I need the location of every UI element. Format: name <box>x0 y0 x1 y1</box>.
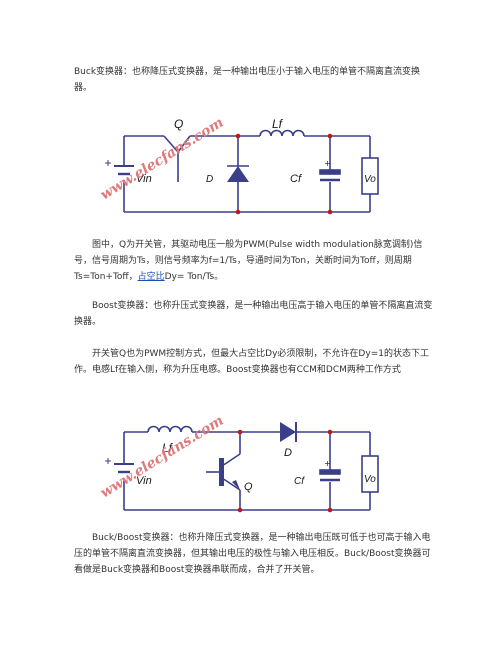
label-vin: Vin <box>136 475 152 487</box>
buck-description-paragraph: 图中，Q为开关管，其驱动电压一般为PWM(Pulse width modulat… <box>74 237 436 285</box>
junction-node <box>235 209 241 215</box>
diode-symbol <box>227 166 249 182</box>
boost-circuit-diagram: + Lf D Q Vin Cf Vo www.elecfans.com <box>98 413 379 513</box>
label-capacitor-cf: Cf <box>294 476 305 487</box>
buck-description-text: 图中，Q为开关管，其驱动电压一般为PWM(Pulse width modulat… <box>74 240 423 282</box>
label-load-vo: Vo <box>364 474 376 485</box>
buck-boost-intro-text: Buck/Boost变换器：也称升降压式变换器，是一种输出电压既可低于也可高于输… <box>74 533 431 575</box>
watermark-text: www.elecfans.com <box>98 413 227 502</box>
label-diode-d: D <box>206 174 213 185</box>
junction-node <box>327 209 333 215</box>
label-switch-q: Q <box>174 117 183 131</box>
label-inductor-lf: Lf <box>162 441 174 455</box>
boost-description-text: 开关管Q也为PWM控制方式，但最大占空比Dy必须限制，不允许在Dy=1的状态下工… <box>74 349 429 375</box>
buck-intro-paragraph: Buck变换器：也称降压式变换器，是一种输出电压小于输入电压的单管不隔离直流变换… <box>74 64 434 96</box>
label-load-vo: Vo <box>364 174 376 185</box>
boost-description-paragraph: 开关管Q也为PWM控制方式，但最大占空比Dy必须限制，不允许在Dy=1的状态下工… <box>74 346 434 378</box>
junction-node <box>327 507 333 513</box>
label-diode-d: D <box>284 447 292 459</box>
boost-intro-text: Boost变换器：也称升压式变换器，是一种输出电压高于输入电压的单管不隔离直流变… <box>74 301 433 327</box>
junction-node <box>237 507 243 513</box>
buck-boost-intro-paragraph: Buck/Boost变换器：也称升降压式变换器，是一种输出电压既可低于也可高于输… <box>74 530 436 578</box>
duty-formula-text: Dy= Ton/Ts。 <box>164 272 224 282</box>
duty-cycle-link[interactable]: 占空比 <box>137 272 165 282</box>
transistor-symbol <box>219 458 224 486</box>
capacitor-plus-sign: + <box>324 159 331 168</box>
buck-circuit-diagram: + Q Lf Vin D Cf Vo www.elecfans.com <box>98 115 379 215</box>
watermark-text: www.elecfans.com <box>98 115 227 204</box>
capacitor-plus-sign: + <box>324 459 331 468</box>
label-vin: Vin <box>136 173 152 185</box>
junction-node <box>235 133 241 139</box>
junction-node <box>327 429 333 435</box>
buck-intro-text: Buck变换器：也称降压式变换器，是一种输出电压小于输入电压的单管不隔离直流变换… <box>74 67 421 93</box>
boost-intro-paragraph: Boost变换器：也称升压式变换器，是一种输出电压高于输入电压的单管不隔离直流变… <box>74 298 434 330</box>
junction-node <box>237 429 243 435</box>
diode-symbol <box>280 422 296 442</box>
junction-node <box>327 133 333 139</box>
label-inductor-lf: Lf <box>272 117 284 131</box>
label-switch-q: Q <box>244 481 253 493</box>
label-capacitor-cf: Cf <box>290 173 302 185</box>
